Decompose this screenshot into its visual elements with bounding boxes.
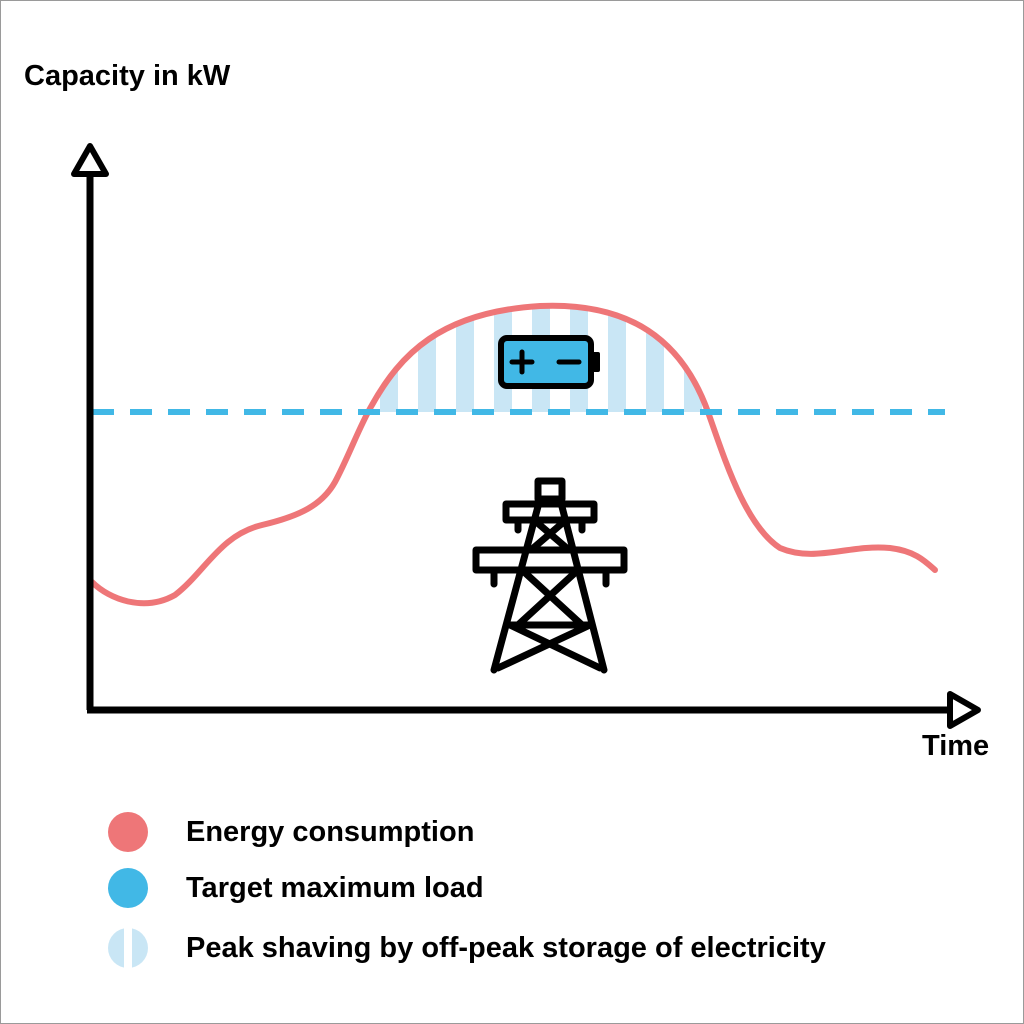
- power-pylon-icon: [472, 477, 628, 674]
- consumption-swatch: [108, 812, 148, 852]
- x-axis-arrow: [947, 691, 981, 729]
- legend-label: Peak shaving by off-peak storage of elec…: [186, 931, 826, 964]
- target-swatch: [108, 868, 148, 908]
- energy-consumption-curve: [89, 302, 938, 607]
- legend-item-target: Target maximum load: [108, 866, 484, 910]
- legend-label: Energy consumption: [186, 815, 475, 848]
- battery-icon: [498, 335, 600, 389]
- legend-label: Target maximum load: [186, 871, 484, 904]
- y-axis-label: Capacity in kW: [24, 60, 231, 92]
- legend-item-shaving: Peak shaving by off-peak storage of elec…: [108, 926, 826, 970]
- x-axis-label: Time: [922, 730, 990, 762]
- y-axis-arrow: [71, 143, 109, 177]
- legend-item-consumption: Energy consumption: [108, 810, 474, 854]
- shaving-swatch: [108, 928, 148, 968]
